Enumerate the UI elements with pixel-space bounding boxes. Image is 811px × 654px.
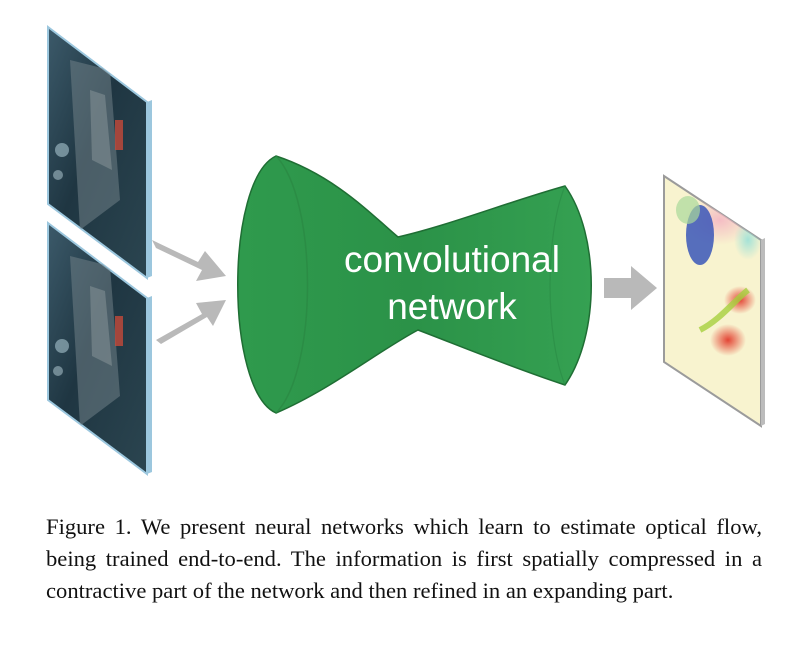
input-arrow-1 <box>152 240 226 281</box>
input-arrow-2 <box>156 300 226 344</box>
network-diagram: convolutional network <box>47 24 765 476</box>
input-frame-1 <box>47 24 152 280</box>
convolutional-network: convolutional network <box>237 155 592 414</box>
optical-flow-output <box>663 174 765 428</box>
output-arrow <box>604 266 657 310</box>
input-frame-2 <box>47 220 152 476</box>
figure-caption: Figure 1. We present neural networks whi… <box>46 514 762 603</box>
network-label-line1: convolutional <box>344 239 560 280</box>
network-label-line2: network <box>387 286 517 327</box>
